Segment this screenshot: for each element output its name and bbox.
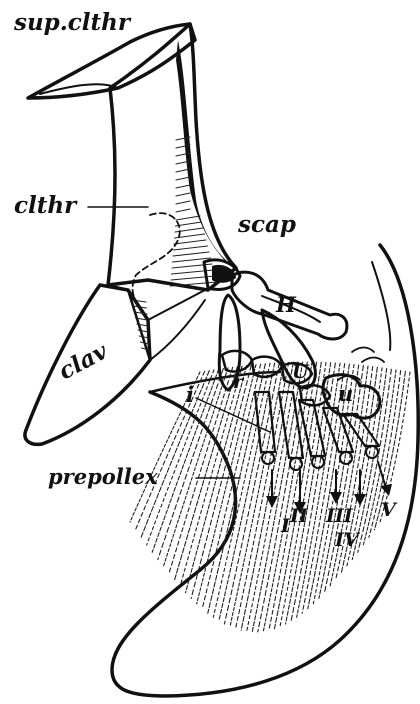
digit-joint-3 — [312, 456, 324, 468]
digit-bones — [255, 392, 379, 470]
supracleithrum-label: sup.clthr — [13, 9, 132, 36]
clavicle-bone — [25, 285, 205, 444]
ulna-label: U — [292, 361, 310, 383]
prepollex-label: prepollex — [48, 464, 158, 489]
humerus-label: H — [275, 292, 297, 317]
scapula-label: scap — [237, 211, 296, 238]
digit-joint-1 — [262, 452, 274, 464]
digit-3-label: III — [325, 505, 354, 527]
digit-4-label: IV — [334, 529, 361, 551]
ulnare-label: u — [338, 381, 353, 406]
digit-joint-2 — [290, 458, 302, 470]
intermedium-label: i — [186, 382, 194, 407]
digit-5-label: V — [381, 499, 398, 521]
cleithrum-label: clthr — [14, 192, 78, 219]
digit-2-label: II — [289, 505, 309, 527]
digit-joint-5 — [366, 446, 378, 458]
